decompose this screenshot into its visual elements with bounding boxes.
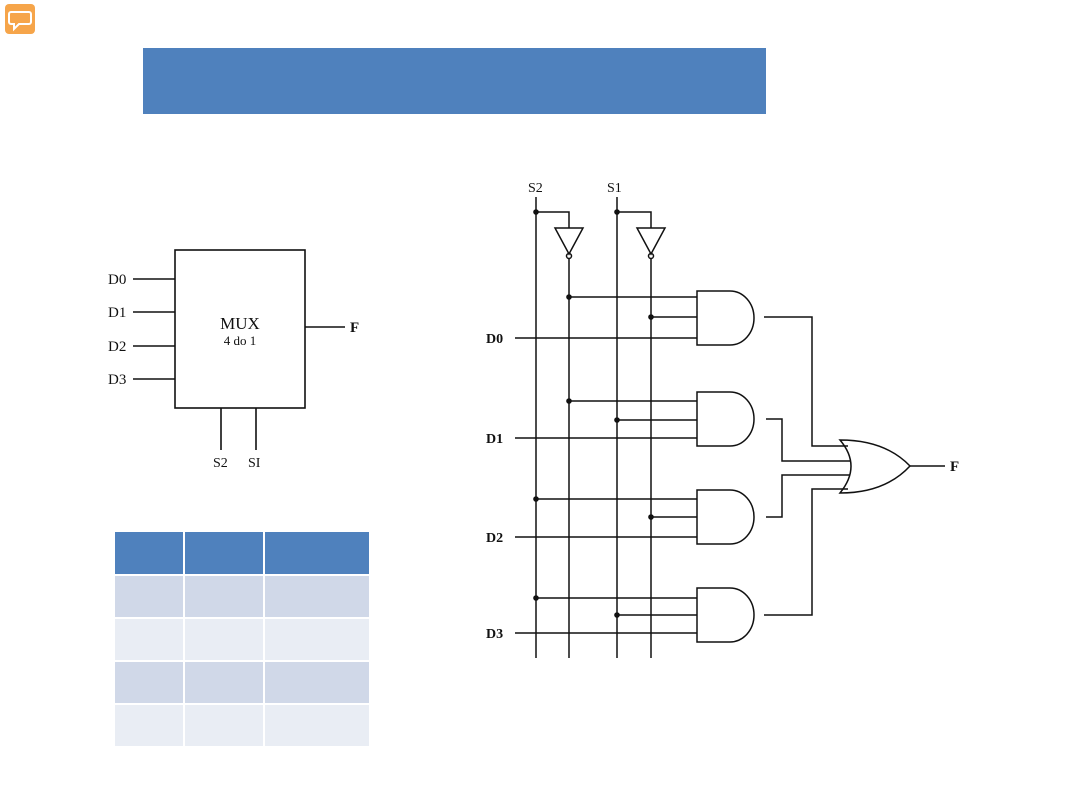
circuit-output-f: F bbox=[950, 459, 959, 475]
slide-title-bar bbox=[143, 48, 766, 114]
circuit-input-d1: D1 bbox=[486, 432, 503, 447]
truth-table-header bbox=[115, 532, 371, 576]
truth-table-header-cell bbox=[264, 532, 371, 576]
table-row bbox=[115, 575, 371, 619]
and-gate-0 bbox=[696, 290, 755, 346]
table-cell bbox=[264, 704, 371, 748]
circuit-select-s2: S2 bbox=[528, 181, 543, 196]
table-cell bbox=[264, 575, 371, 619]
table-cell bbox=[115, 704, 185, 748]
table-cell bbox=[264, 618, 371, 662]
mux-box-subtitle: 4 do 1 bbox=[224, 333, 257, 348]
block-select-s2: S2 bbox=[213, 456, 228, 471]
and-gate-1 bbox=[696, 391, 755, 447]
circuit-input-d0: D0 bbox=[486, 332, 503, 347]
inverter-s2 bbox=[553, 227, 585, 256]
block-input-d0: D0 bbox=[108, 272, 126, 288]
block-select-s1: SI bbox=[248, 456, 261, 471]
mux-box bbox=[174, 249, 306, 409]
truth-table-header-cell bbox=[184, 532, 265, 576]
mux-block-diagram bbox=[133, 249, 345, 450]
inverter-s1 bbox=[635, 227, 667, 256]
table-cell bbox=[115, 618, 185, 662]
circuit-select-s1: S1 bbox=[607, 181, 622, 196]
block-input-d1: D1 bbox=[108, 305, 126, 321]
block-output-f: F bbox=[350, 320, 359, 336]
table-cell bbox=[184, 618, 265, 662]
table-row bbox=[115, 618, 371, 662]
block-input-d2: D2 bbox=[108, 339, 126, 355]
table-cell bbox=[115, 575, 185, 619]
table-cell bbox=[184, 661, 265, 705]
and-gate-2 bbox=[696, 489, 755, 545]
comment-icon[interactable] bbox=[4, 3, 36, 35]
wire-junctions bbox=[533, 209, 654, 618]
block-input-d3: D3 bbox=[108, 372, 126, 388]
table-cell bbox=[184, 575, 265, 619]
circuit-input-d3: D3 bbox=[486, 627, 503, 642]
truth-table-header-cell bbox=[115, 532, 185, 576]
mux-gate-circuit bbox=[515, 197, 945, 658]
mux-box-title: MUX bbox=[220, 314, 260, 333]
circuit-input-d2: D2 bbox=[486, 531, 503, 546]
truth-table bbox=[115, 532, 371, 748]
and-gate-3 bbox=[696, 587, 755, 643]
table-cell bbox=[184, 704, 265, 748]
table-cell bbox=[264, 661, 371, 705]
table-row bbox=[115, 661, 371, 705]
table-row bbox=[115, 704, 371, 748]
table-cell bbox=[115, 661, 185, 705]
or-gate bbox=[838, 439, 912, 494]
